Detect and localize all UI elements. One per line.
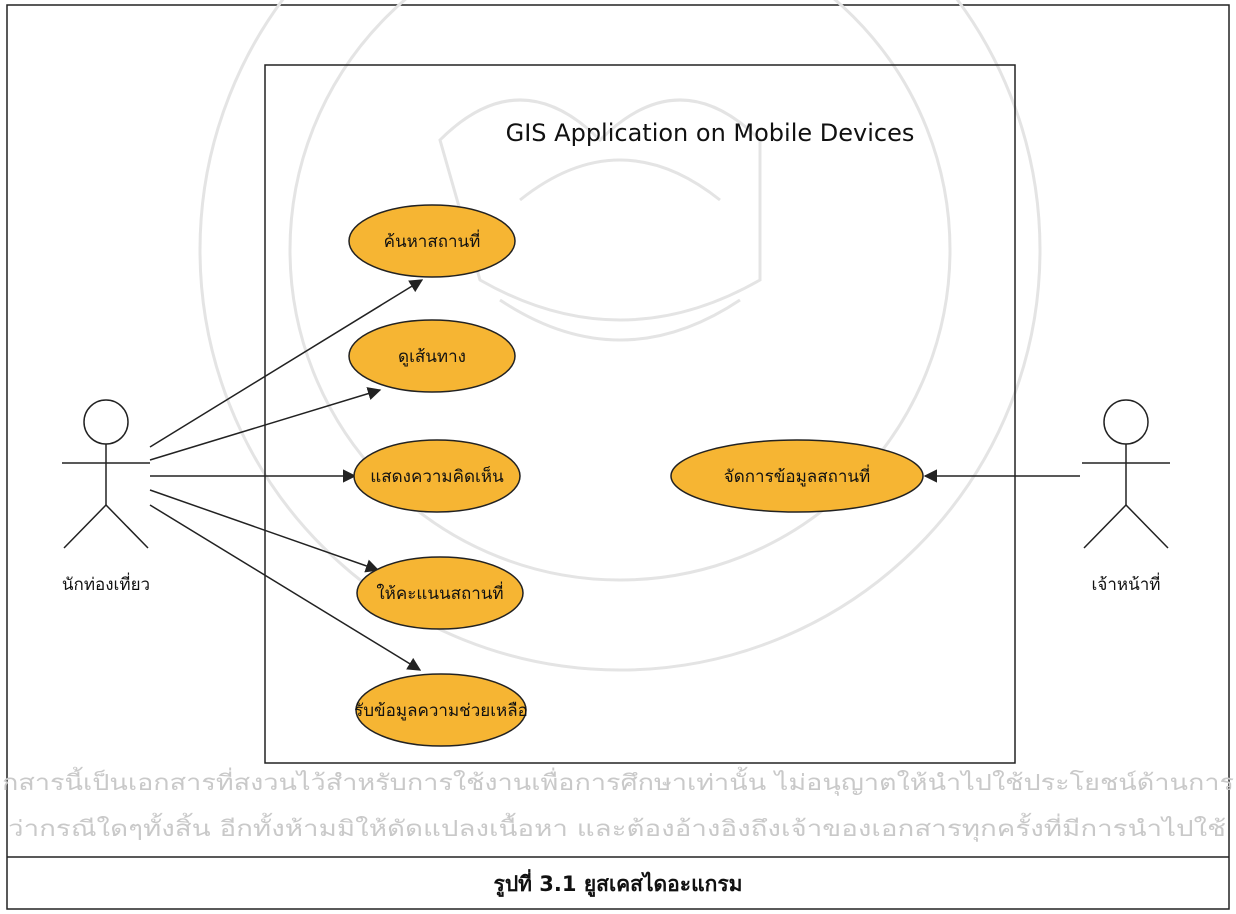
use-case-get-help: รับข้อมูลความช่วยเหลือ: [354, 673, 528, 747]
system-boundary: [264, 64, 1016, 764]
use-case-label: ให้คะแนนสถานที่: [376, 581, 503, 604]
actor-staff: [1082, 399, 1170, 549]
actor-tourist: [62, 399, 150, 549]
use-case-manage-place-data: จัดการข้อมูลสถานที่: [670, 439, 924, 513]
use-case-label: แสดงความคิดเห็น: [370, 465, 504, 487]
assoc-tourist-uc1: [149, 279, 424, 448]
assoc-tourist-uc2: [149, 387, 382, 461]
use-case-rate-place: ให้คะแนนสถานที่: [356, 556, 524, 630]
assoc-tourist-uc4: [149, 489, 380, 573]
use-case-label: รับข้อมูลความช่วยเหลือ: [354, 701, 528, 721]
use-case-view-route: ดูเส้นทาง: [348, 319, 516, 393]
disclaimer-line-2: ว่ากรณีใดๆทั้งสิ้น อีกทั้งห้ามมิให้ดัดแป…: [8, 813, 1226, 842]
figure-caption: รูปที่ 3.1 ยูสเคสไดอะแกรม: [494, 868, 743, 898]
actor-label-tourist: นักท่องเที่ยว: [62, 572, 150, 595]
figure-frame: [6, 4, 1230, 910]
actor-head-icon: [83, 399, 129, 445]
system-title: GIS Application on Mobile Devices: [506, 119, 915, 147]
actor-label-staff: เจ้าหน้าที่: [1092, 572, 1161, 595]
use-case-find-place: ค้นหาสถานที่: [348, 204, 516, 278]
use-case-label: ดูเส้นทาง: [398, 347, 466, 367]
disclaimer-line-1: กสารนี้เป็นเอกสารที่สงวนไว้สำหรับการใช้ง…: [2, 767, 1234, 796]
use-case-label: จัดการข้อมูลสถานที่: [724, 464, 870, 487]
watermark-seal: [198, 0, 1042, 672]
use-case-label: ค้นหาสถานที่: [384, 229, 481, 252]
associations: [149, 279, 1080, 671]
actor-head-icon: [1103, 399, 1149, 445]
use-case-comment: แสดงความคิดเห็น: [353, 439, 521, 513]
assoc-tourist-uc5: [149, 504, 422, 671]
